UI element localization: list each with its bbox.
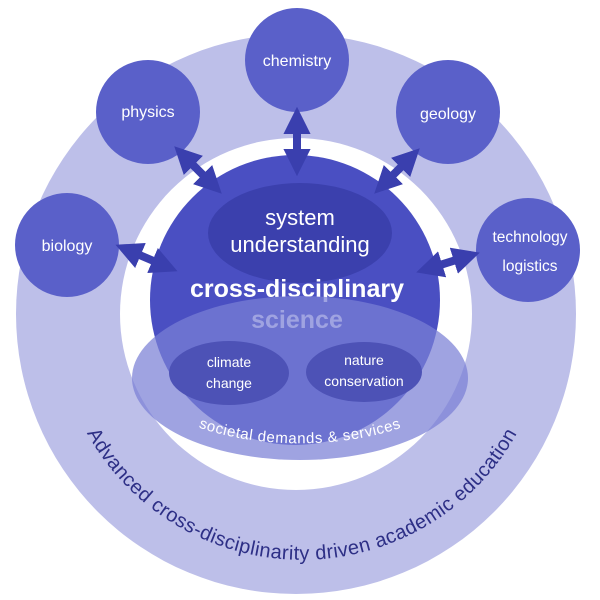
chemistry-label: chemistry: [263, 53, 331, 70]
climate-label: climate: [207, 354, 252, 370]
biology-circle: [15, 193, 119, 297]
technology-arrow: [416, 247, 480, 278]
geology-arrow: [374, 148, 420, 194]
discipline-geology: geology: [396, 60, 500, 164]
change-label: change: [206, 375, 252, 391]
nature-conservation-ellipse: [306, 342, 422, 402]
geology-circle: [396, 60, 500, 164]
technology-logistics-circle: [476, 198, 580, 302]
conservation-label: conservation: [324, 373, 403, 389]
physics-circle: [96, 60, 200, 164]
biology-arrow: [115, 242, 178, 274]
discipline-chemistry: chemistry: [245, 8, 349, 112]
discipline-technology-logistics: technology logistics: [476, 198, 580, 302]
system-understanding-ellipse: [208, 183, 392, 283]
biology-label: biology: [42, 238, 93, 255]
arrows: [115, 106, 480, 278]
physics-arrow: [174, 146, 222, 194]
nature-label: nature: [344, 352, 384, 368]
societal-demands-ellipse: [132, 296, 468, 460]
technology-label: technology: [493, 229, 568, 246]
chemistry-circle: [245, 8, 349, 112]
understanding-label: understanding: [230, 232, 369, 257]
logistics-label: logistics: [502, 258, 557, 275]
discipline-biology: biology: [15, 193, 119, 297]
geology-label: geology: [420, 106, 476, 123]
system-label: system: [265, 205, 335, 230]
climate-change-ellipse: [169, 341, 289, 405]
physics-label: physics: [121, 104, 174, 121]
discipline-physics: physics: [96, 60, 200, 164]
